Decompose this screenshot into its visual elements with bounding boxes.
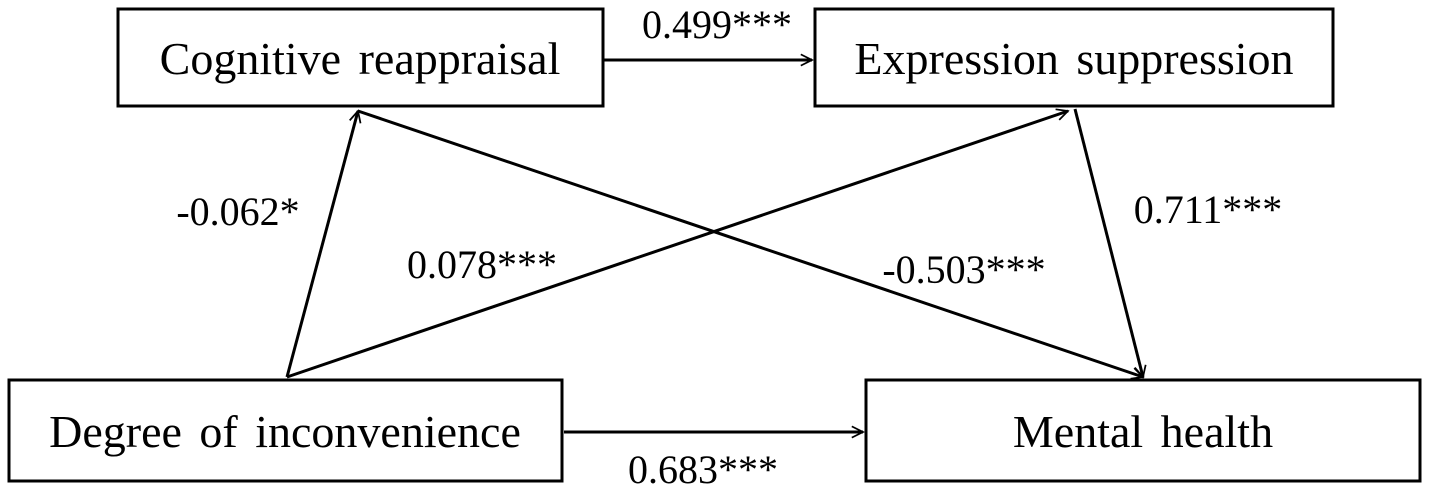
node-expression-suppression-label: Expression suppression [854, 33, 1293, 84]
arrow-cr-to-mh [357, 109, 1143, 377]
arrow-doi-to-cr [285, 111, 358, 378]
node-expression-suppression: Expression suppression [813, 7, 1335, 108]
node-degree-of-inconvenience: Degree of inconvenience [7, 378, 564, 483]
node-cognitive-reappraisal: Cognitive reappraisal [116, 7, 605, 108]
coef-cr-to-mh: -0.503*** [882, 247, 1045, 292]
coef-doi-to-cr: -0.062* [176, 189, 299, 234]
node-mental-health: Mental health [864, 378, 1422, 483]
node-cognitive-reappraisal-label: Cognitive reappraisal [160, 33, 561, 84]
node-degree-of-inconvenience-label: Degree of inconvenience [49, 406, 521, 457]
coef-cr-to-es: 0.499*** [642, 2, 792, 47]
node-mental-health-label: Mental health [1013, 406, 1273, 457]
arrow-doi-to-es [286, 111, 1068, 379]
coef-doi-to-mh: 0.683*** [628, 447, 778, 489]
arrow-es-to-mh [1073, 108, 1143, 377]
coef-doi-to-es: 0.078*** [407, 242, 557, 287]
coef-es-to-mh: 0.711*** [1134, 187, 1283, 232]
